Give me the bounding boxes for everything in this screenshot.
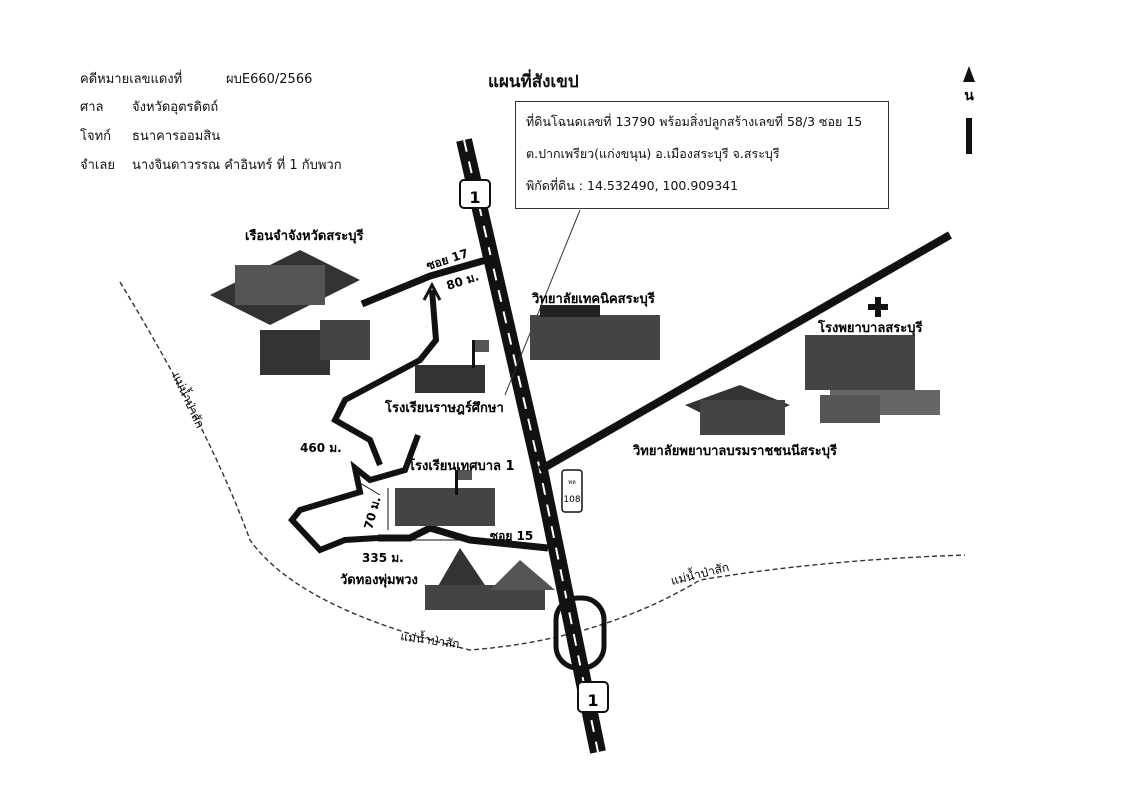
tech-college-building-icon [530, 305, 660, 360]
plaintiff-value: ธนาคารออมสิน [132, 129, 221, 144]
route-path-north [331, 289, 440, 467]
soi-17-road [360, 254, 494, 308]
hospital-building-icon [805, 297, 940, 415]
highway-108-road [538, 231, 952, 474]
court-label: ศาล [80, 100, 104, 115]
temple-building-icon [425, 548, 555, 610]
dist-460-pointer [354, 479, 381, 496]
soi-15-road [378, 524, 549, 552]
highway-1-shield-bottom: 1 [577, 681, 609, 713]
river-label-east: แม่น้ำป่าสัก [669, 558, 731, 588]
highway-1-number-top: 1 [469, 188, 480, 207]
temple-label: วัดทองพุ่มพวง [340, 573, 418, 588]
highway-overpass [553, 595, 607, 671]
river-line [119, 281, 966, 651]
municipal-school-label: โรงเรียนเทศบาล 1 [407, 457, 515, 474]
highway-1-number-bottom: 1 [587, 691, 598, 710]
ratsadorn-school-building-icon [415, 340, 489, 393]
case-number-value: ผบE660/2566 [226, 72, 313, 87]
defendant-value: นางจินดาวรรณ คำอินทร์ ที่ 1 กับพวก [132, 158, 342, 173]
infobox-pointer [504, 209, 581, 396]
dist-460-label: 460 ม. [300, 441, 342, 455]
highway-108-prefix: ทล [568, 479, 576, 486]
prison-label: เรือนจำจังหวัดสระบุรี [245, 228, 363, 244]
property-location-line: ต.ปากเพรียว(แก่งขนุน) อ.เมืองสระบุรี จ.ส… [526, 146, 780, 161]
prison-building-icon [210, 250, 370, 375]
route-path-loop [288, 433, 421, 554]
dist-335-label: 335 ม. [362, 551, 404, 565]
property-info-box: ที่ดินโฉนดเลขที่ 13790 พร้อมสิ่งปลูกสร้า… [515, 101, 889, 209]
property-deed-line: ที่ดินโฉนดเลขที่ 13790 พร้อมสิ่งปลูกสร้า… [526, 114, 863, 129]
highway-108-number: 108 [563, 495, 580, 505]
dist-70-label: 70 ม. [361, 495, 383, 531]
property-coordinates-line: พิกัดที่ดิน : 14.532490, 100.909341 [526, 178, 739, 193]
municipal-school-building-icon [395, 470, 495, 526]
river-label-south: แม่น้ำป่าสัก [400, 627, 461, 651]
north-label: น [964, 88, 974, 104]
nursing-college-label: วิทยาลัยพยาบาลบรมราชชนนีสระบุรี [632, 443, 837, 459]
defendant-label: จำเลย [80, 158, 115, 173]
soi-15-label: ซอย 15 [490, 529, 533, 543]
highway-1-shield-top: 1 [459, 179, 491, 209]
route-arrow-icon [422, 281, 442, 301]
hospital-label: โรงพยาบาลสระบุรี [817, 319, 922, 336]
nursing-college-building-icon [685, 385, 880, 435]
river-label-west: แม่น้ำป่าสัก [169, 370, 209, 431]
tech-college-label: วิทยาลัยเทคนิคสระบุรี [531, 291, 655, 307]
highway-108-shield: ทล 108 [561, 469, 583, 513]
map-title: แผนที่สังเขป [488, 72, 579, 92]
ratsadorn-school-label: โรงเรียนราษฎร์ศึกษา [384, 399, 504, 416]
court-value: จังหวัดอุตรดิตถ์ [132, 100, 219, 115]
case-number-label: คดีหมายเลขแดงที่ [80, 72, 183, 87]
plaintiff-label: โจทก์ [80, 129, 112, 144]
north-arrow-icon: น [963, 66, 975, 154]
